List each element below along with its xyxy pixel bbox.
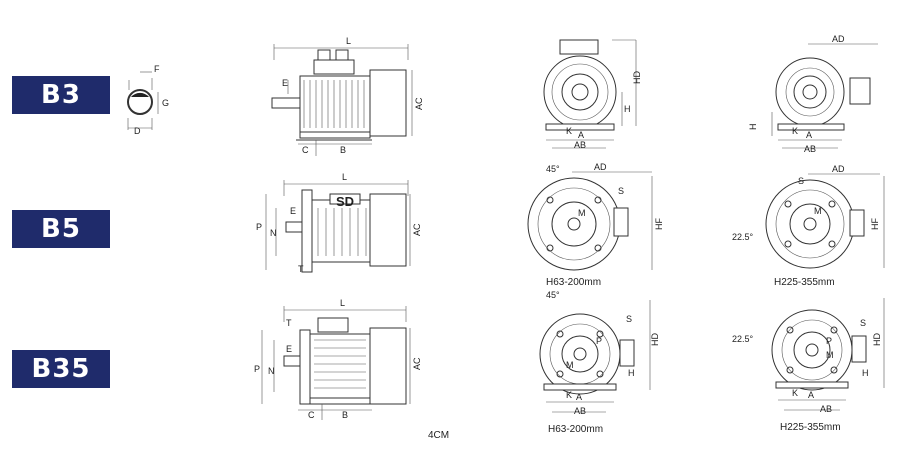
- b35a-label-p: P: [596, 336, 602, 346]
- b35b-label-h: H: [862, 368, 869, 378]
- b35a-label-a: A: [576, 392, 582, 402]
- b5-label-e: E: [290, 206, 296, 216]
- b35a-label-angle: 45°: [546, 290, 560, 300]
- b35a-label-s: S: [626, 314, 632, 324]
- b35a-label-ab: AB: [574, 406, 586, 416]
- b35-label-p: P: [254, 364, 260, 374]
- b3-front-view-a: HD H K A AB: [543, 39, 642, 150]
- shaft-label-f: F: [154, 64, 160, 74]
- b3-front-view-b: AD H K A AB: [748, 34, 878, 154]
- b35-label-n: N: [268, 366, 275, 376]
- b5-label-n: N: [270, 228, 277, 238]
- b5-flange-view-a: 45° AD S M HF H63-200mm: [527, 162, 664, 288]
- b35-front-view-a: 45° S P M HD H K A AB H63-200mm: [539, 290, 660, 435]
- b5-brand-mark: SD: [336, 194, 354, 209]
- shaft-detail: F G D: [127, 64, 169, 136]
- b3-label-b: B: [340, 145, 346, 155]
- b5a-label-angle: 45°: [546, 164, 560, 174]
- b35b-label-s: S: [860, 318, 866, 328]
- b35b-label-p: P: [826, 336, 832, 346]
- b5a-caption: H63-200mm: [546, 277, 601, 288]
- b5a-label-m: M: [578, 208, 586, 218]
- b35-front-view-b: 22.5° S P M HD H K A AB H225-355mm: [732, 298, 885, 433]
- b35b-label-hd: HD: [872, 333, 882, 346]
- b5a-label-ad: AD: [594, 162, 607, 172]
- b3b-label-ad: AD: [832, 34, 845, 44]
- b3a-label-ab: AB: [574, 140, 586, 150]
- b35a-caption: H63-200mm: [548, 424, 603, 435]
- badge-b3: B3: [12, 76, 110, 114]
- b3b-label-h: H: [748, 124, 758, 131]
- b35-label-e: E: [286, 344, 292, 354]
- b35-label-ac: AC: [412, 357, 422, 370]
- b35b-label-m: M: [826, 350, 834, 360]
- b3-label-c: C: [302, 145, 309, 155]
- shaft-label-g: G: [162, 98, 169, 108]
- b35b-label-a: A: [808, 390, 814, 400]
- b5-label-l: L: [342, 172, 347, 182]
- b35b-caption: H225-355mm: [780, 422, 841, 433]
- b3a-label-hd: HD: [632, 71, 642, 84]
- b35-label-t: T: [286, 318, 292, 328]
- b3-label-e: E: [282, 78, 288, 88]
- b35a-label-hd: HD: [650, 333, 660, 346]
- b5-label-ac: AC: [412, 223, 422, 236]
- badge-b35: B35: [12, 350, 110, 388]
- b35a-label-m: M: [566, 360, 574, 370]
- b5-label-p: P: [256, 222, 262, 232]
- b35a-label-k: K: [566, 390, 572, 400]
- b35b-label-k: K: [792, 388, 798, 398]
- b5b-label-hf: HF: [870, 218, 880, 230]
- b35b-label-angle: 22.5°: [732, 334, 754, 344]
- b35-label-c: C: [308, 410, 315, 420]
- b35-side-view: L T P N E AC C B: [254, 298, 422, 420]
- b3-label-ac: AC: [414, 97, 424, 110]
- shaft-label-d: D: [134, 126, 141, 136]
- b3b-label-k: K: [792, 126, 798, 136]
- b5a-label-hf: HF: [654, 218, 664, 230]
- b35-label-b: B: [342, 410, 348, 420]
- b5b-label-m: M: [814, 206, 822, 216]
- b5b-label-angle: 22.5°: [732, 232, 754, 242]
- footer-note: 4CM: [428, 430, 449, 441]
- b5b-caption: H225-355mm: [774, 277, 835, 288]
- b5-side-view: L SD P N E T AC: [256, 172, 422, 274]
- badge-b5: B5: [12, 210, 110, 248]
- b5b-label-ad: AD: [832, 164, 845, 174]
- b5b-label-s: S: [798, 176, 804, 186]
- b35a-label-h: H: [628, 368, 635, 378]
- b3a-label-a: A: [578, 130, 584, 140]
- b35b-label-ab: AB: [820, 404, 832, 414]
- b3-side-view: L E AC C B: [271, 36, 424, 156]
- b3a-label-h: H: [624, 104, 631, 114]
- b3-label-l: L: [346, 36, 351, 46]
- b3b-label-ab: AB: [804, 144, 816, 154]
- b5a-label-s: S: [618, 186, 624, 196]
- b35-label-l: L: [340, 298, 345, 308]
- b5-label-t: T: [298, 264, 304, 274]
- b3b-label-a: A: [806, 130, 812, 140]
- b3a-label-k: K: [566, 126, 572, 136]
- b5-flange-view-b: AD S M 22.5° HF H225-355mm: [732, 164, 885, 288]
